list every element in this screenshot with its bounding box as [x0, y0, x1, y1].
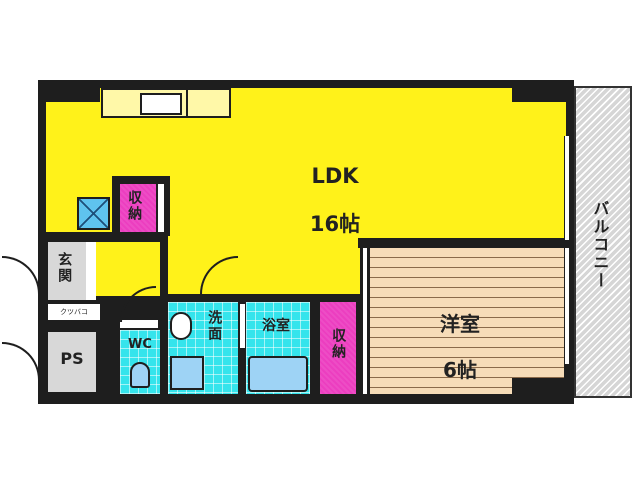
- ps-label: PS: [60, 349, 84, 368]
- entrance-label: 玄関: [56, 252, 73, 284]
- wall-wet-top: [160, 294, 360, 302]
- bedroom-storage[interactable]: [320, 302, 356, 394]
- ldk-storage-label: 収納: [126, 190, 143, 222]
- toilet-fixture: [130, 362, 150, 388]
- wall-corner: [46, 88, 100, 102]
- ldk-label: LDK 16帖: [290, 140, 380, 237]
- entrance-step: [86, 242, 96, 300]
- ldk-name: LDK: [311, 164, 359, 189]
- ldk-window[interactable]: [564, 136, 570, 240]
- wall-bedroom-corner: [512, 378, 564, 396]
- wc-label: WC: [128, 337, 152, 352]
- ldk-storage-door[interactable]: [158, 184, 164, 232]
- toilet-room-door-frame: [120, 320, 158, 328]
- shoe-box[interactable]: [48, 302, 100, 322]
- wall-ldk-bottom-left: [38, 232, 168, 242]
- wall-storage-left: [310, 302, 320, 402]
- wall-bedroom-top: [358, 238, 568, 248]
- shoe-box-label: クツバコ: [60, 308, 88, 316]
- washbasin: [170, 312, 192, 340]
- bedroom-sliding-door[interactable]: [362, 248, 368, 394]
- washing-machine: [170, 356, 204, 390]
- wall-bath-left: [238, 302, 246, 402]
- wall-wash-left: [160, 302, 168, 402]
- fridge-space: [77, 197, 110, 230]
- wall-corner: [512, 88, 566, 102]
- kitchen-sink: [140, 93, 182, 115]
- room-ldk-lower: [168, 236, 360, 296]
- bedroom-window[interactable]: [564, 248, 570, 364]
- wall-hall: [160, 236, 168, 306]
- bath-door[interactable]: [240, 304, 245, 348]
- kitchen-divider: [186, 89, 188, 117]
- wall-wc-left: [98, 322, 118, 402]
- western-room-label: 洋室 6帖: [420, 290, 500, 382]
- western-room-name: 洋室: [440, 312, 480, 336]
- bedroom-storage-label: 収納: [330, 328, 347, 360]
- ps-door[interactable]: [2, 342, 40, 380]
- balcony-label: バルコニー: [590, 200, 610, 290]
- entrance-door[interactable]: [2, 256, 40, 294]
- wall-ps: [38, 322, 98, 330]
- entrance[interactable]: [48, 242, 86, 300]
- washroom-label: 洗面: [206, 310, 223, 342]
- western-room[interactable]: [370, 248, 564, 394]
- bathroom-label: 浴室: [262, 318, 290, 334]
- bathtub: [248, 356, 308, 392]
- western-room-size: 6帖: [443, 358, 477, 382]
- ldk-storage[interactable]: [120, 184, 156, 232]
- balcony[interactable]: [574, 86, 632, 398]
- ldk-size: 16帖: [309, 212, 361, 237]
- pipe-space: [48, 332, 96, 392]
